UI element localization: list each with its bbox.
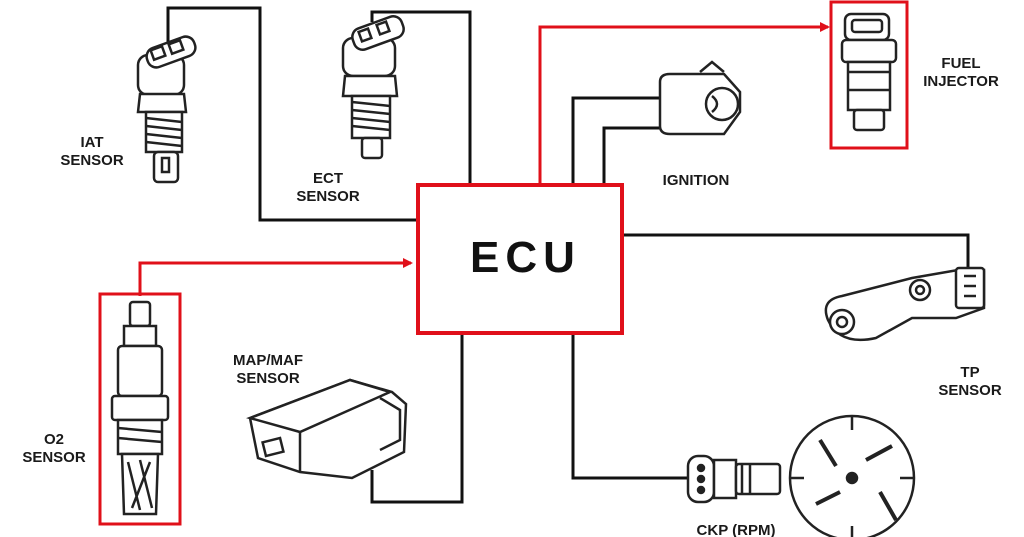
fuel-injector-label: FUEL INJECTOR [906, 55, 1016, 91]
wire-fuel-injector [538, 22, 830, 185]
ecu-label: ECU [470, 233, 581, 282]
black-wires [166, 6, 970, 504]
ect-sensor-drawing [341, 15, 405, 160]
o2-label-line2: SENSOR [22, 449, 86, 466]
wire-iat [166, 6, 418, 222]
o2-label-line1: O2 [43, 431, 64, 448]
ignition-label: IGNITION [646, 172, 746, 190]
wire-map [370, 333, 464, 504]
ignition-drawing [658, 60, 742, 136]
ckp-sensor-drawing [686, 454, 782, 504]
ckp-label-line1: CKP (RPM) [696, 522, 776, 537]
wire-ignition-2 [602, 126, 668, 185]
tp-label-line2: SENSOR [938, 382, 1002, 399]
iat-sensor-label: IAT SENSOR [44, 134, 140, 170]
ignition-label-line1: IGNITION [662, 172, 730, 189]
o2-sensor-label: O2 SENSOR [6, 431, 102, 467]
wire-ect [370, 10, 472, 185]
tp-label-line1: TP [960, 364, 980, 381]
ect-label-line1: ECT [313, 170, 343, 187]
fuel-injector-label-line1: FUEL [941, 55, 981, 72]
iat-label-line1: IAT [80, 134, 104, 151]
ckp-sensor-label: CKP (RPM) [676, 522, 796, 537]
o2-sensor-drawing [110, 300, 170, 516]
map-maf-sensor-label: MAP/MAF SENSOR [220, 352, 316, 388]
tp-sensor-drawing [824, 266, 986, 342]
iat-sensor-drawing [136, 35, 197, 184]
ect-label-line2: SENSOR [296, 188, 360, 205]
map-maf-label-line2: SENSOR [236, 370, 300, 387]
red-wires [138, 22, 830, 296]
ect-sensor-label: ECT SENSOR [280, 170, 376, 206]
map-maf-sensor-drawing [246, 378, 408, 480]
map-maf-label-line1: MAP/MAF [233, 352, 303, 369]
wire-tp [622, 233, 970, 268]
ecu-box [416, 183, 624, 335]
wire-o2 [138, 258, 413, 296]
trigger-wheel-drawing [788, 414, 916, 537]
fuel-injector-drawing [840, 12, 898, 132]
fuel-injector-highlight-box [829, 0, 909, 150]
wire-ignition-1 [571, 96, 668, 185]
iat-label-line2: SENSOR [60, 152, 124, 169]
wire-ckp [571, 333, 688, 480]
o2-highlight-box [98, 292, 182, 526]
fuel-injector-label-line2: INJECTOR [923, 73, 999, 90]
tp-sensor-label: TP SENSOR [920, 364, 1020, 400]
